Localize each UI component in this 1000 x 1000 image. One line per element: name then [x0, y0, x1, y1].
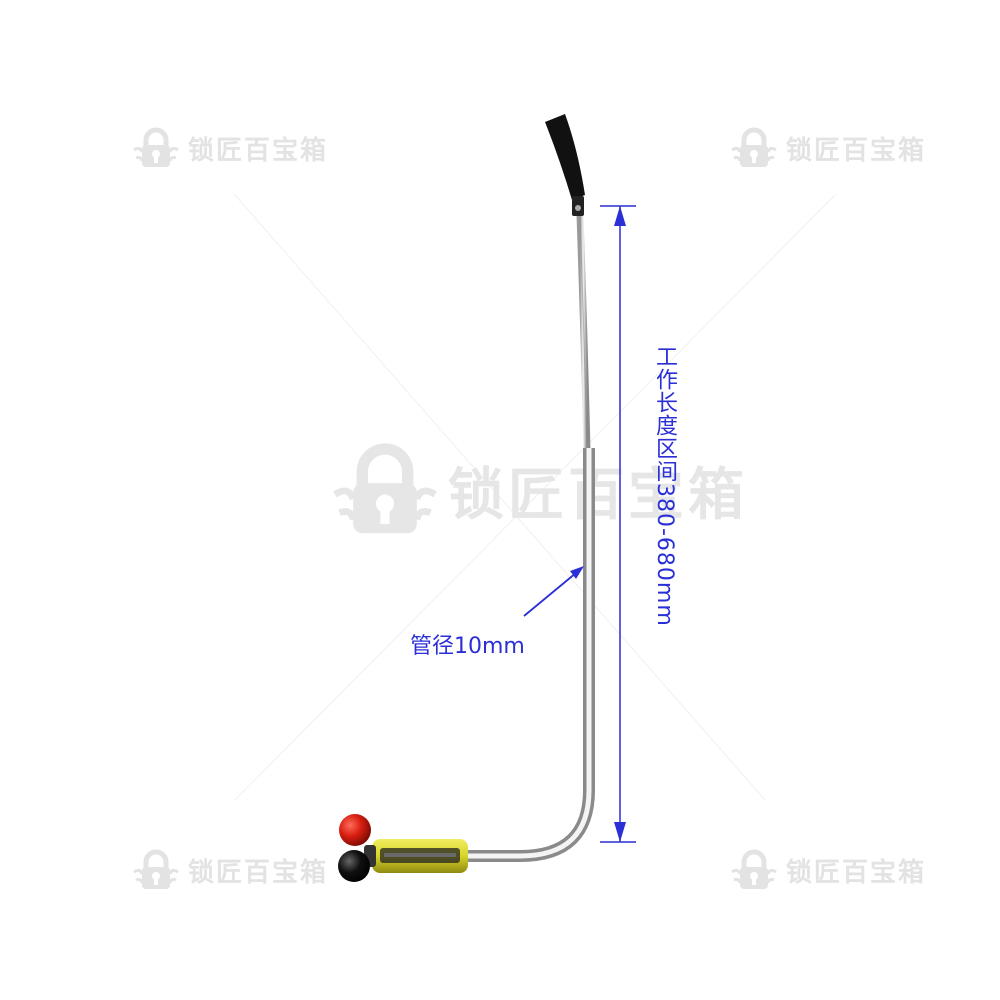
- watermark-text: 锁匠百宝箱: [188, 135, 329, 166]
- watermark-text: 锁匠百宝箱: [188, 857, 329, 888]
- black-knob: [338, 850, 370, 882]
- watermark-bottom-left: 锁匠百宝箱: [132, 848, 328, 892]
- lock-logo-icon: [333, 443, 437, 534]
- lock-logo-icon: [731, 127, 777, 167]
- watermark-top-right: 锁匠百宝箱: [730, 126, 926, 170]
- rubber-tip: [545, 114, 585, 216]
- watermark-text: 锁匠百宝箱: [786, 857, 927, 888]
- working-length-label: 工作长度区间380-680mm: [652, 345, 677, 627]
- lock-logo-icon: [133, 849, 179, 889]
- watermark-center: 锁匠百宝箱: [330, 440, 748, 540]
- pipe-diameter-label: 管径10mm: [410, 634, 525, 659]
- red-knob: [339, 814, 371, 846]
- watermark-text: 锁匠百宝箱: [786, 135, 927, 166]
- watermark-bottom-right: 锁匠百宝箱: [730, 848, 926, 892]
- yellow-handle: [364, 839, 468, 873]
- diameter-pointer: [523, 566, 584, 617]
- length-dimension: [600, 205, 636, 843]
- lock-logo-icon: [731, 849, 777, 889]
- watermark-top-left: 锁匠百宝箱: [132, 126, 328, 170]
- lock-logo-icon: [133, 127, 179, 167]
- watermark-text: 锁匠百宝箱: [448, 462, 748, 528]
